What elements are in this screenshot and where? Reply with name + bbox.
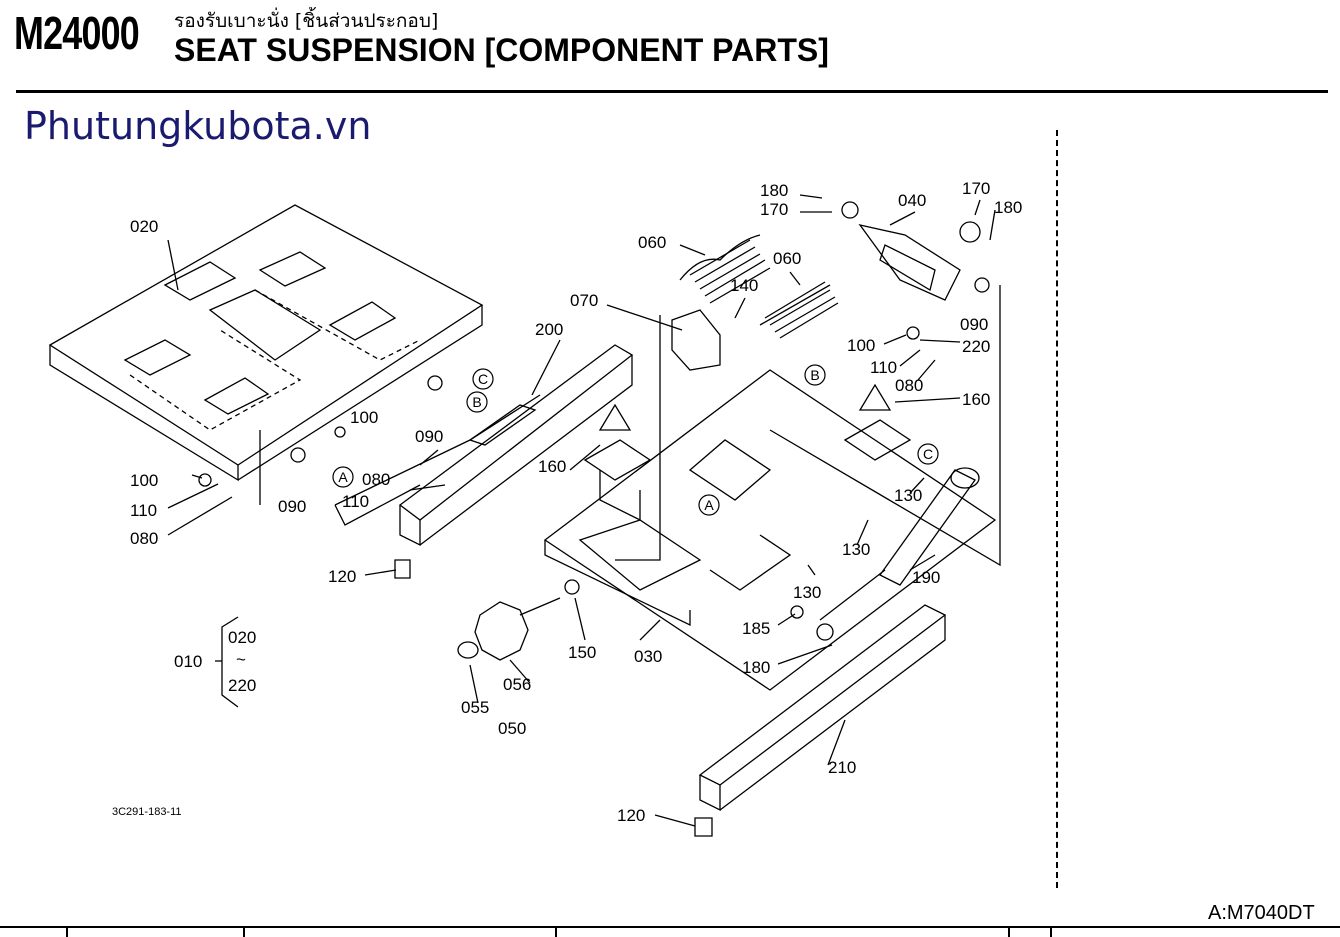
callout-090: 090 xyxy=(415,427,443,446)
connector-C: C xyxy=(923,446,933,462)
callout-030: 030 xyxy=(634,647,662,666)
callout-055: 055 xyxy=(461,698,489,717)
rail-210 xyxy=(698,604,947,812)
callout-110: 110 xyxy=(870,358,897,377)
callout-170: 170 xyxy=(760,200,788,219)
connector-B: B xyxy=(810,367,819,383)
callout-120: 120 xyxy=(617,806,645,825)
callout-040: 040 xyxy=(898,191,926,210)
callout-150: 150 xyxy=(568,643,596,662)
seat-plate-020 xyxy=(48,204,484,482)
collar-185 xyxy=(790,605,804,619)
footer-tick xyxy=(243,927,245,937)
bolt-120-lower xyxy=(694,817,713,837)
knob-050 xyxy=(457,597,561,661)
spring-060-upper xyxy=(679,234,771,304)
collar-180 xyxy=(816,623,834,641)
callout-110: 110 xyxy=(130,501,157,520)
nut-100-c xyxy=(906,326,920,340)
bolt-120-upper xyxy=(394,559,411,579)
drawing-number: 3C291-183-11 xyxy=(112,806,182,818)
part-group-code: M24000 xyxy=(14,7,140,59)
callout-180: 180 xyxy=(760,181,788,200)
washer-150 xyxy=(564,579,580,595)
connector-A: A xyxy=(338,469,348,485)
base-frame-030 xyxy=(543,369,997,691)
footer-tick xyxy=(1008,927,1010,937)
callout-180: 180 xyxy=(994,198,1022,217)
thai-title: รองรับเบาะนั่ง [ชิ้นส่วนประกอบ] xyxy=(174,10,439,32)
callout-130: 130 xyxy=(793,583,821,602)
assembly-to: 220 xyxy=(228,676,256,695)
callout-080: 080 xyxy=(130,529,158,548)
callout-100: 100 xyxy=(847,336,875,355)
watermark-logo: Phutungkubota.vn xyxy=(24,104,372,148)
callout-020: 020 xyxy=(130,217,158,236)
dashed-divider xyxy=(1056,130,1058,888)
nut-100-b xyxy=(198,473,212,487)
callout-130: 130 xyxy=(894,486,922,505)
model-reference: A:M7040DT xyxy=(1208,902,1315,924)
callout-070: 070 xyxy=(570,291,598,310)
callout-060: 060 xyxy=(638,233,666,252)
connector-C: C xyxy=(478,371,488,387)
connector-A: A xyxy=(704,497,714,513)
callout-060: 060 xyxy=(773,249,801,268)
callout-160: 160 xyxy=(962,390,990,409)
callout-140: 140 xyxy=(730,276,758,295)
footer-tick xyxy=(1050,927,1052,937)
callout-080: 080 xyxy=(895,376,923,395)
callout-185: 185 xyxy=(742,619,770,638)
callout-130: 130 xyxy=(842,540,870,559)
callout-120: 120 xyxy=(328,567,356,586)
footer-tick xyxy=(555,927,557,937)
callout-100: 100 xyxy=(130,471,158,490)
roller-170-b xyxy=(959,221,981,243)
callout-056: 056 xyxy=(503,675,531,694)
callout-210: 210 xyxy=(828,758,856,777)
footer-rule xyxy=(0,926,1340,928)
callout-100: 100 xyxy=(350,408,378,427)
callout-190: 190 xyxy=(912,568,940,587)
washer-090-a xyxy=(427,375,443,391)
footer-tick xyxy=(66,927,68,937)
callout-050: 050 xyxy=(498,719,526,738)
callout-180: 180 xyxy=(742,658,770,677)
rail-200 xyxy=(334,344,634,547)
connector-B: B xyxy=(472,394,481,410)
callout-090: 090 xyxy=(278,497,306,516)
spring-060-lower xyxy=(759,281,839,339)
callout-170: 170 xyxy=(962,179,990,198)
callout-090: 090 xyxy=(960,315,988,334)
bumper-160-right xyxy=(858,383,892,411)
callout-200: 200 xyxy=(535,320,563,339)
roller-170-a xyxy=(841,201,859,219)
washer-090-c xyxy=(974,277,990,293)
callout-160: 160 xyxy=(538,457,566,476)
link-arm-040 xyxy=(858,223,961,301)
assembly-label: 010 xyxy=(174,652,202,671)
washer-090-b xyxy=(290,447,306,463)
nut-100-a xyxy=(334,426,346,438)
header-rule xyxy=(16,90,1328,93)
page-title: SEAT SUSPENSION [COMPONENT PARTS] xyxy=(174,32,829,68)
shock-absorber-190 xyxy=(819,467,980,621)
assembly-sep: ~ xyxy=(236,650,246,669)
callout-220: 220 xyxy=(962,337,990,356)
bracket-070 xyxy=(671,309,721,371)
callout-110: 110 xyxy=(342,492,369,511)
callout-080: 080 xyxy=(362,470,390,489)
bumper-160-left xyxy=(598,403,632,431)
assembly-from: 020 xyxy=(228,628,256,647)
